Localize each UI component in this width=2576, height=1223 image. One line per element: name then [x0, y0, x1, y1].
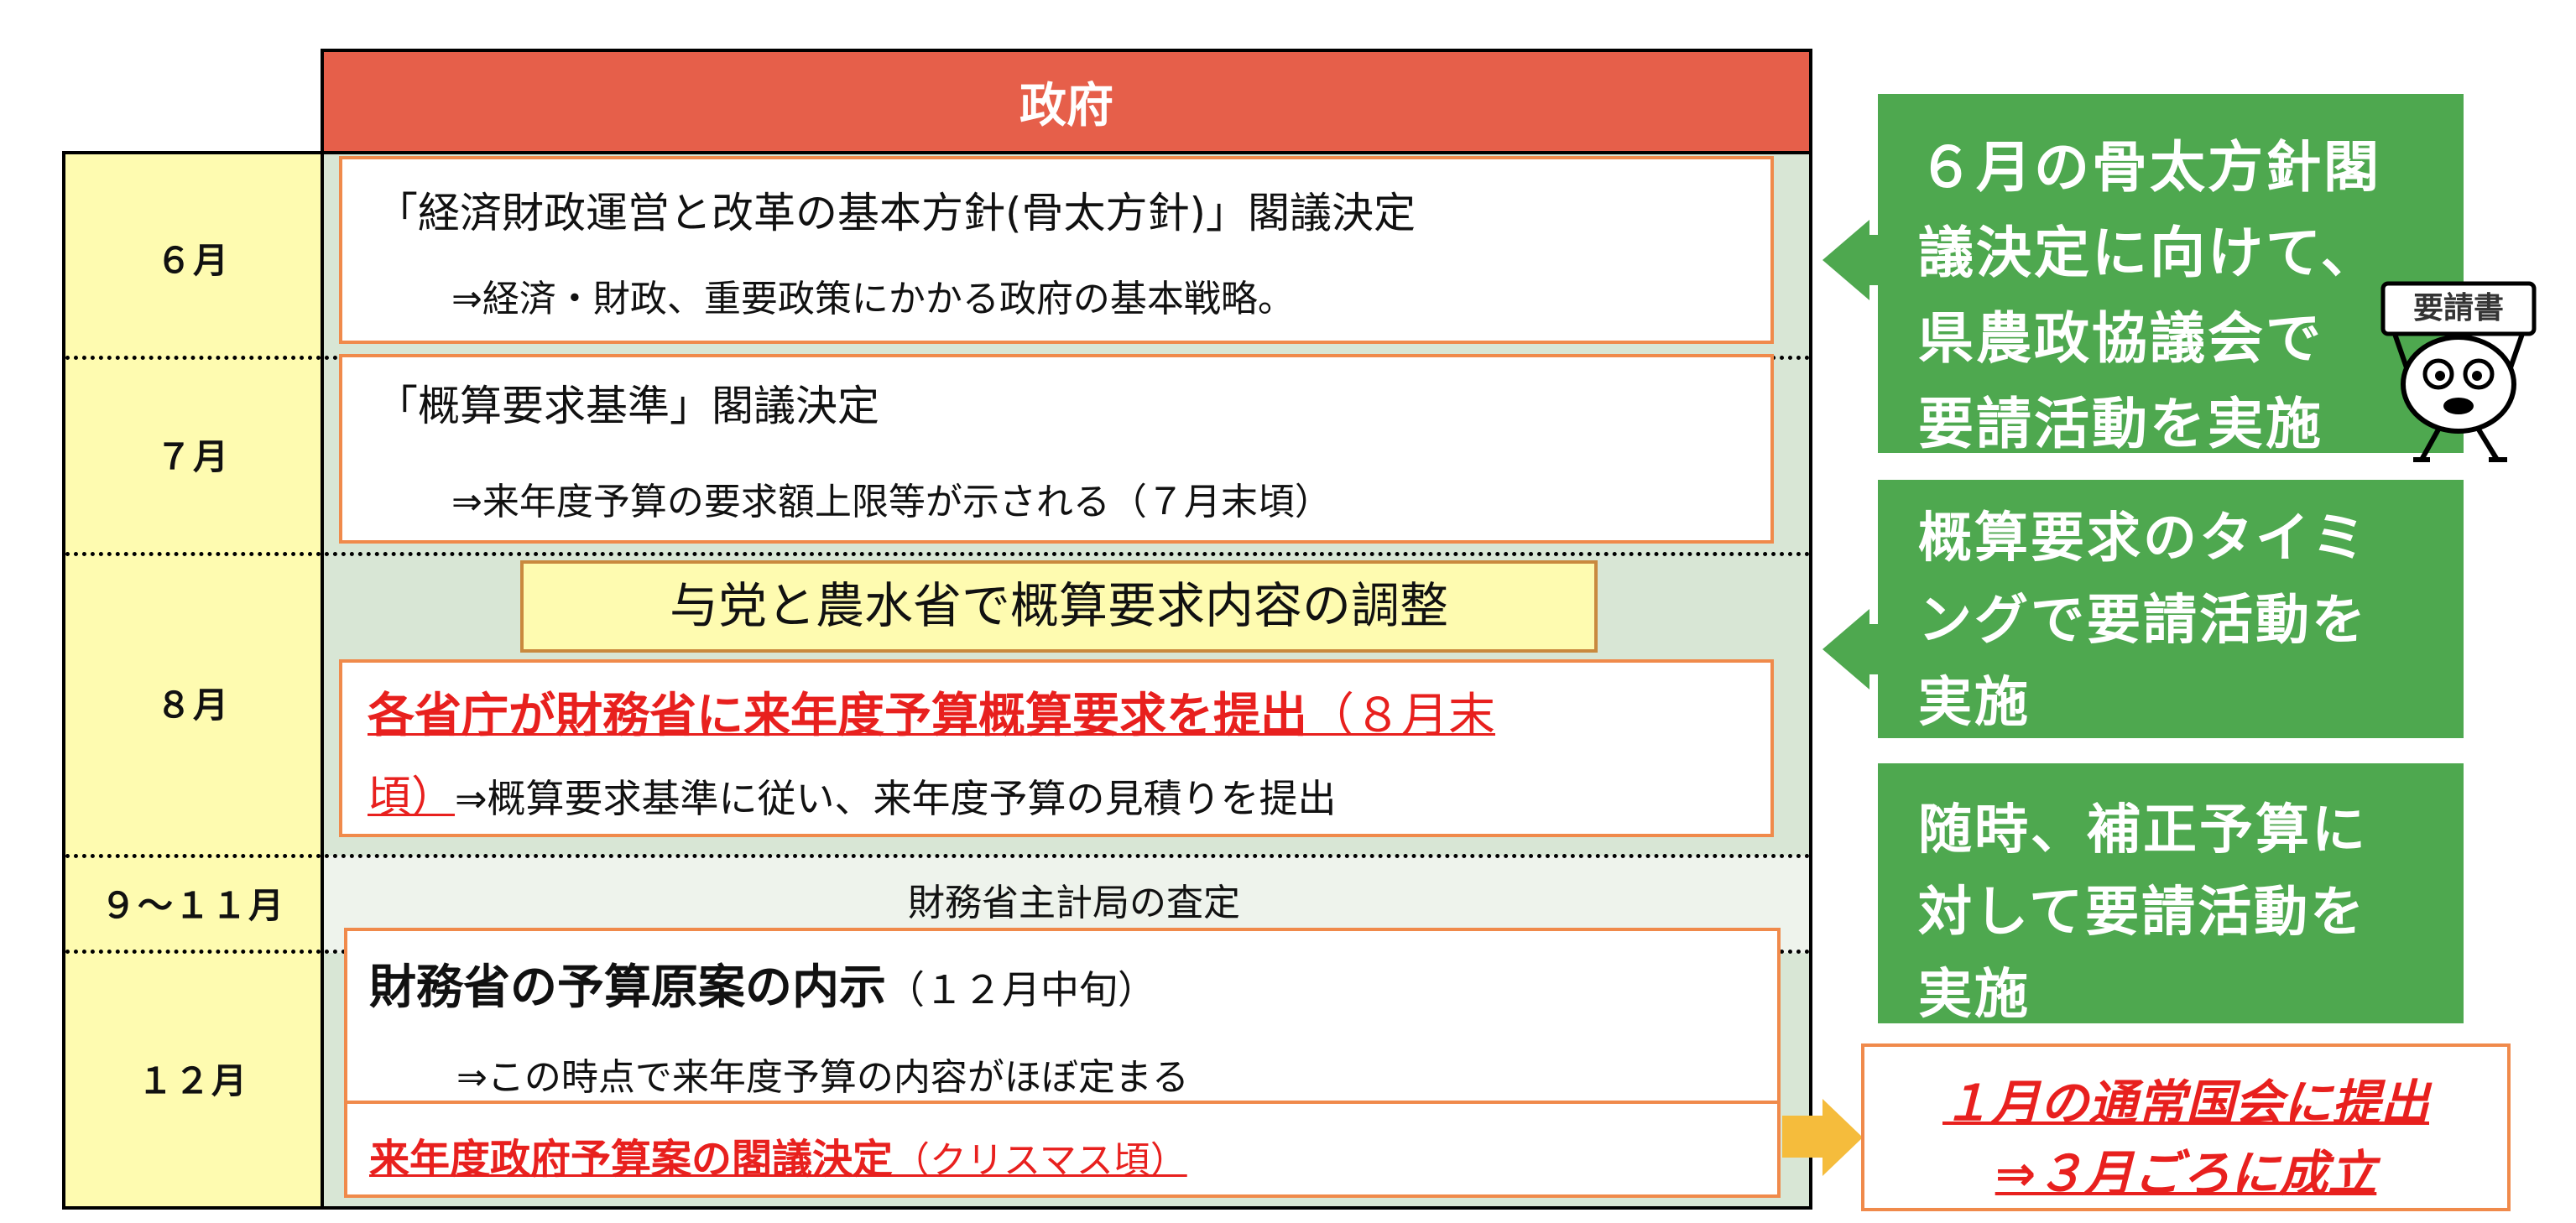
arrow-right-shaft — [1782, 1116, 1824, 1158]
december-draft-line: 財務省の予算原案の内示（１２月中旬） — [369, 950, 1156, 1017]
sep-nov-text: 財務省主計局の査定 — [908, 882, 1240, 924]
month-label-december: １２月 — [137, 1059, 248, 1101]
august-submit-timing-2: 頃） — [368, 773, 456, 823]
june-box: 「経済財政運営と改革の基本方針(骨太方針)」閣議決定 ⇒経済・財政、重要政策にか… — [339, 156, 1774, 344]
december-cabinet-highlight: 来年度政府予算案の閣議決定 — [369, 1136, 894, 1183]
side-box-1-line2: 議決定に向けて、 — [1918, 221, 2379, 285]
mascot-sign-text: 要請書 — [2412, 291, 2504, 325]
divider-jul-aug — [65, 552, 1811, 556]
month-label-sep-nov: ９〜１１月 — [100, 884, 285, 926]
side-box-1-line3: 県農政協議会で — [1918, 306, 2323, 371]
arrow-right-icon — [1822, 1099, 1863, 1176]
august-coordination-text: 与党と農水省で概算要求内容の調整 — [669, 577, 1448, 634]
august-submit-highlight: 各省庁が財務省に来年度予算概算要求を提出 — [368, 689, 1307, 743]
side-box-2-line3: 実施 — [1918, 672, 2031, 734]
december-draft-timing: （１２月中旬） — [886, 967, 1156, 1012]
december-draft-detail: ⇒この時点で来年度予算の内容がほぼ定まる — [456, 1056, 1189, 1099]
august-submit-box: 各省庁が財務省に来年度予算概算要求を提出（８月末 頃）⇒概算要求基準に従い、来年… — [339, 659, 1774, 837]
month-label-june: ６月 — [155, 239, 230, 281]
june-detail: ⇒経済・財政、重要政策にかかる政府の基本戦略。 — [451, 278, 1295, 320]
august-submit-timing-1: （８月末 — [1307, 689, 1495, 743]
august-submit-line2: 頃）⇒概算要求基準に従い、来年度予算の見積りを提出 — [368, 762, 1337, 825]
side-box-supplementary-request: 随時、補正予算に 対して要請活動を 実施 — [1878, 763, 2464, 1023]
arrow-left-icon — [1822, 220, 1869, 300]
side-box-1-line4: 要請活動を実施 — [1918, 392, 2323, 453]
side-box-3-line1: 随時、補正予算に — [1918, 799, 2368, 861]
december-cabinet-box: 来年度政府予算案の閣議決定（クリスマス頃） — [344, 1101, 1781, 1198]
side-box-1-line1: ６月の骨太方針閣 — [1918, 135, 2381, 200]
side-box-3-line3: 実施 — [1918, 964, 2031, 1023]
july-box: 「概算要求基準」閣議決定 ⇒来年度予算の要求額上限等が示される（７月末頃） — [339, 354, 1774, 544]
december-draft-box: 財務省の予算原案の内示（１２月中旬） ⇒この時点で来年度予算の内容がほぼ定まる — [344, 928, 1781, 1114]
december-cabinet-line: 来年度政府予算案の閣議決定（クリスマス頃） — [369, 1126, 1187, 1184]
side-box-august-request: 概算要求のタイミ ングで要請活動を 実施 — [1878, 480, 2464, 738]
side-box-3-line2: 対して要請活動を — [1918, 882, 2367, 944]
july-detail: ⇒来年度予算の要求額上限等が示される（７月末頃） — [451, 481, 1332, 523]
side-box-2-line1: 概算要求のタイミ — [1918, 507, 2368, 570]
july-title: 「概算要求基準」閣議決定 — [376, 382, 879, 430]
month-label-july: ７月 — [155, 435, 230, 477]
august-submit-detail: ⇒概算要求基準に従い、来年度予算の見積りを提出 — [455, 776, 1337, 821]
december-draft-title: 財務省の予算原案の内示 — [369, 960, 886, 1015]
diet-line2: ⇒３月ごろに成立 — [1995, 1145, 2377, 1202]
mascot-icon: 要請書 — [2358, 280, 2559, 465]
side-box-june-request: ６月の骨太方針閣 議決定に向けて、 県農政協議会で 要請活動を実施 — [1878, 94, 2464, 453]
month-label-august: ８月 — [155, 684, 230, 726]
government-header: 政府 — [321, 49, 1812, 154]
june-title: 「経済財政運営と改革の基本方針(骨太方針)」閣議決定 — [376, 189, 1416, 237]
diet-submission-box: １月の通常国会に提出 ⇒３月ごろに成立 — [1861, 1043, 2511, 1211]
august-submit-line1: 各省庁が財務省に来年度予算概算要求を提出（８月末 — [368, 678, 1495, 746]
divider-aug-sep — [65, 854, 1811, 858]
august-coordination-box: 与党と農水省で概算要求内容の調整 — [520, 560, 1598, 653]
month-column — [62, 151, 324, 1210]
side-box-2-line2: ングで要請活動を — [1918, 590, 2368, 652]
arrow-left-icon — [1822, 609, 1869, 690]
december-cabinet-timing: （クリスマス頃） — [893, 1139, 1187, 1182]
diet-line1: １月の通常国会に提出 — [1942, 1075, 2429, 1132]
